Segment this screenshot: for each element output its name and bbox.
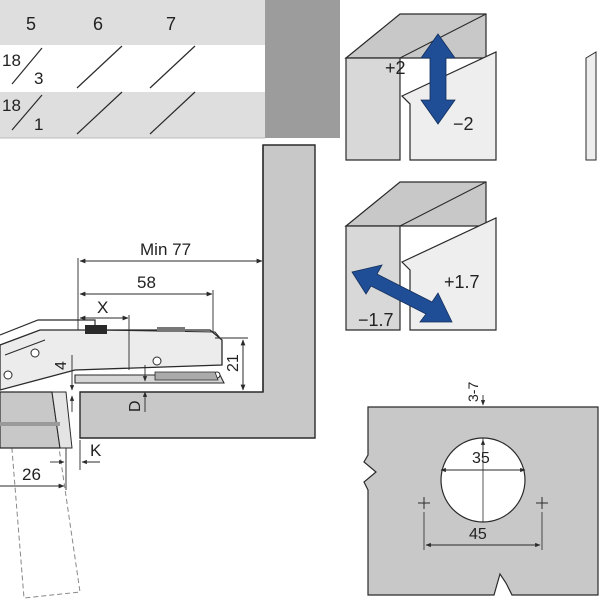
dim-min-77: Min 77 [140, 240, 191, 259]
dim-k: K [90, 441, 102, 460]
dim-21: 21 [225, 354, 242, 372]
side-adjust-view: +1.7 −1.7 [344, 181, 497, 331]
door-panel [0, 391, 61, 449]
spec-table: 5 6 7 18 3 18 1 [0, 0, 340, 139]
vertical-adjust-view: +2 −2 [344, 13, 597, 161]
door-dashed-outline [7, 399, 81, 599]
table-row-2-top: 18 [2, 96, 21, 115]
table-row-2 [0, 92, 265, 138]
dim-58: 58 [137, 273, 156, 292]
table-side-block [265, 0, 340, 138]
screw-mark-right [536, 497, 548, 509]
dim-3-7: 3-7 [465, 382, 481, 402]
side-adjust-arrow [351, 264, 453, 323]
vertical-adjust-arrow [420, 33, 456, 125]
table-row-2-bottom: 1 [34, 115, 43, 134]
dim-26: 26 [22, 465, 41, 484]
table-row-1 [0, 45, 265, 92]
hinge-section: Min 77 58 X 21 4 D K 26 [0, 144, 316, 599]
table-row-1-top: 18 [2, 51, 21, 70]
adjust-side-minus: −1.7 [358, 310, 394, 330]
table-row-1-bottom: 3 [34, 69, 43, 88]
dim-45: 45 [469, 526, 487, 543]
cabinet-side-wall [79, 144, 316, 439]
adjust-vertical-minus: −2 [453, 114, 474, 134]
table-header-6: 6 [93, 14, 103, 34]
dim-4: 4 [53, 361, 70, 370]
dim-d: D [127, 400, 144, 412]
drilling-pattern: 35 3-7 45 [363, 382, 599, 596]
table-header-7: 7 [166, 14, 176, 34]
adjust-vertical-plus: +2 [385, 58, 406, 78]
screw-mark-left [418, 497, 430, 509]
adjust-side-plus: +1.7 [444, 272, 480, 292]
dim-35: 35 [472, 450, 490, 467]
table-header-5: 5 [26, 14, 36, 34]
dim-x: X [97, 298, 108, 317]
table-header-band [0, 0, 265, 45]
